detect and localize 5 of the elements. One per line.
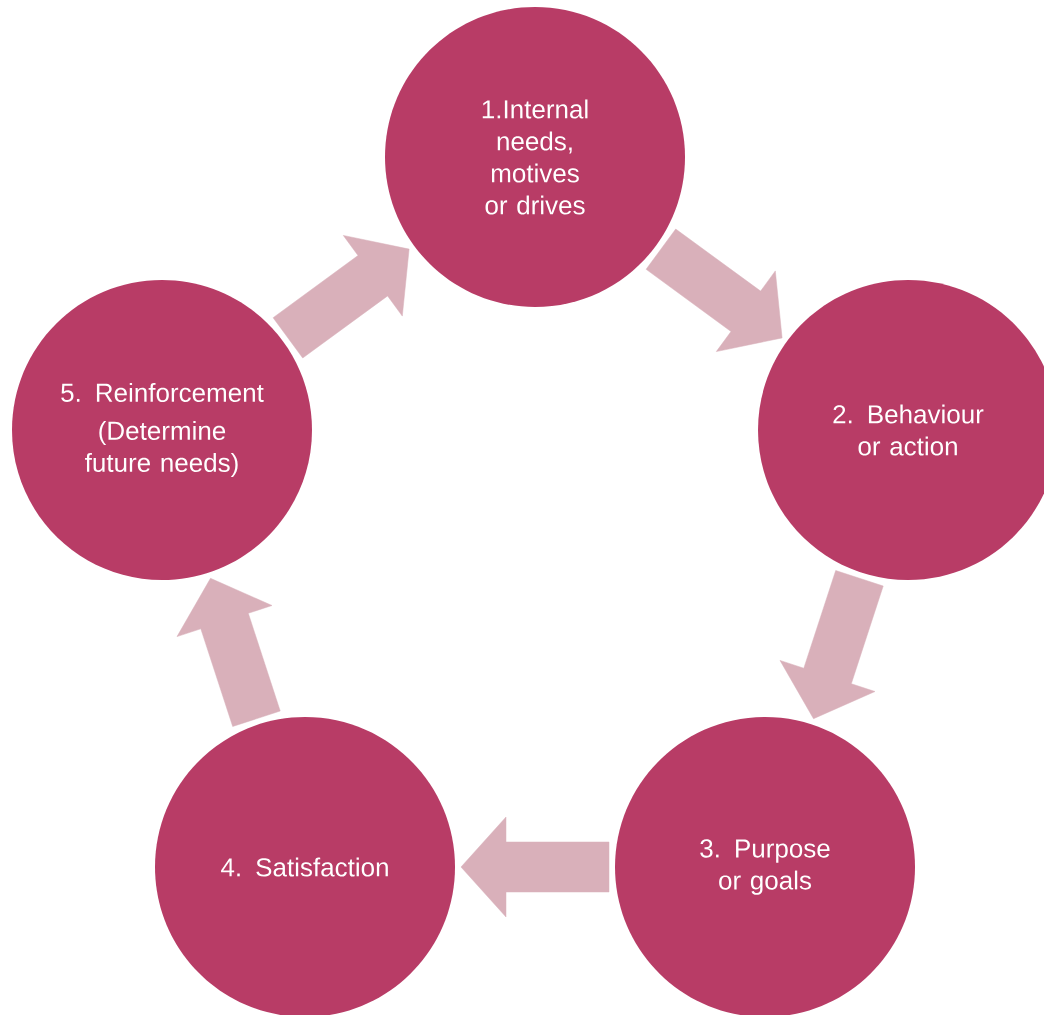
block-arrow <box>272 235 410 359</box>
block-arrow <box>460 816 610 918</box>
block-arrow <box>779 570 884 719</box>
block-arrow <box>176 578 281 727</box>
block-arrow <box>645 228 783 352</box>
